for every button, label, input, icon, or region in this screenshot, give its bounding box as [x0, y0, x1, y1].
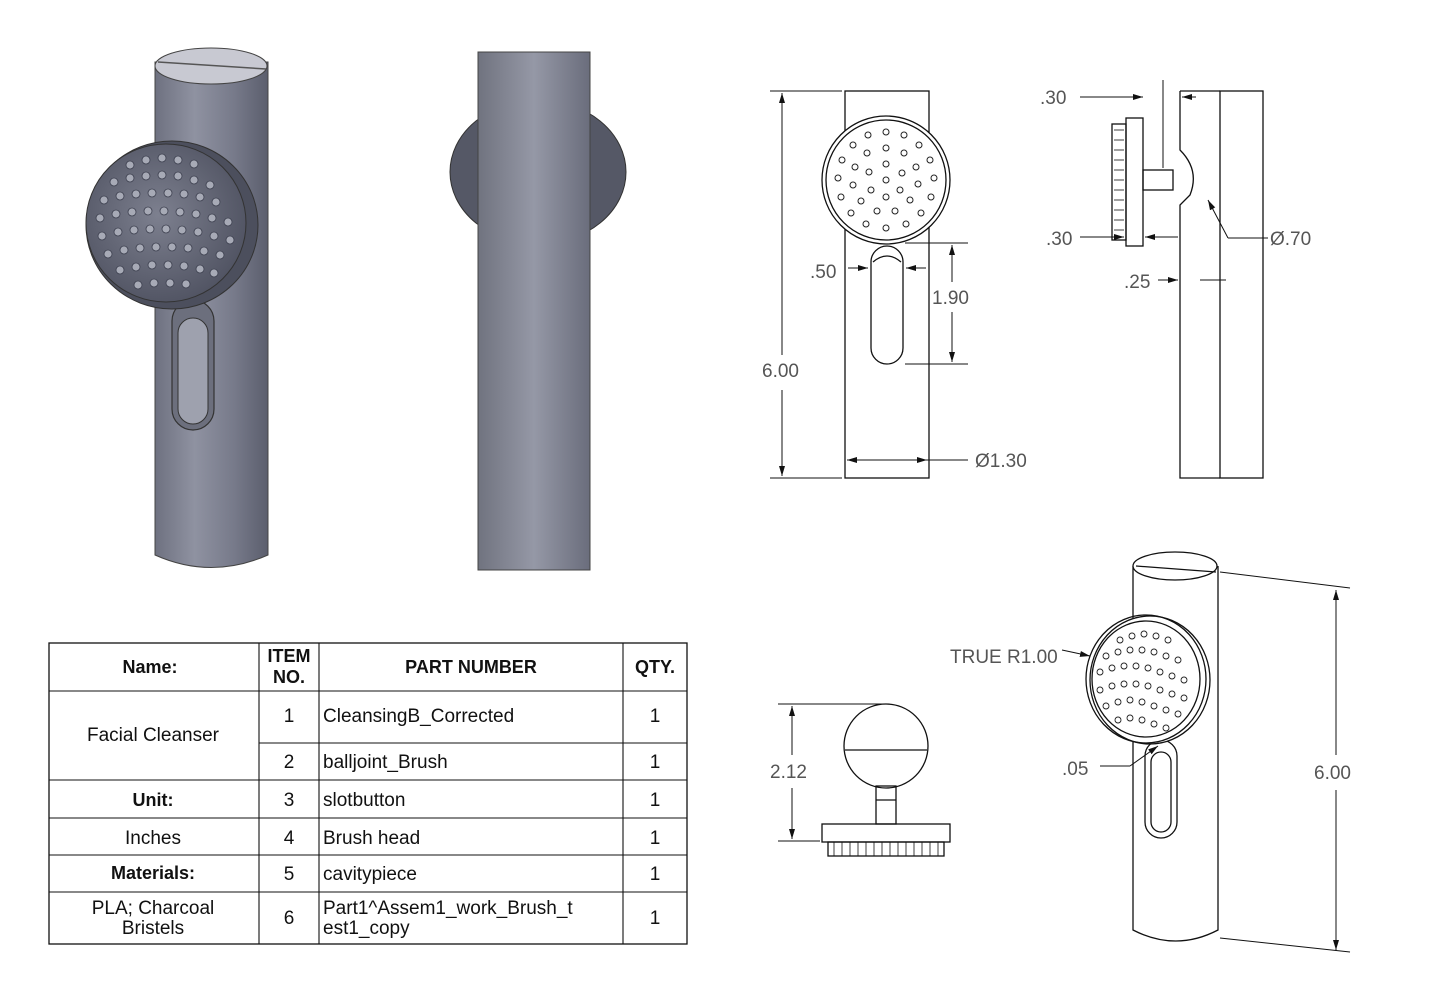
bom-unit-label: Unit: [133, 790, 174, 810]
bom-row-part: slotbutton [323, 790, 405, 811]
side-bottom-dimension: .30 [1046, 229, 1072, 250]
iso-line-view [1085, 551, 1219, 942]
side-dimension-lines [1080, 80, 1268, 283]
side-top-dimension: .30 [1040, 88, 1066, 109]
bom-header-item-line2: NO. [273, 667, 305, 687]
bom-materials-value-line2: Bristels [122, 918, 184, 939]
bom-header-name: Name: [122, 657, 177, 677]
bom-row-item: 3 [284, 790, 295, 811]
bom-row-qty: 1 [650, 864, 661, 885]
bom-row-qty: 1 [650, 828, 661, 849]
front-bristle-pattern [834, 128, 938, 232]
front-diameter-dimension: Ø1.30 [975, 451, 1027, 472]
balljoint-view [821, 703, 951, 857]
bom-header-part-number: PART NUMBER [405, 657, 537, 677]
bom-unit-value: Inches [125, 828, 181, 849]
bom-row-part: Brush head [323, 828, 420, 849]
bom-row-part: balljoint_Brush [323, 752, 448, 773]
bom-row-item: 5 [284, 864, 295, 885]
iso-radius-dimension: TRUE R1.00 [950, 647, 1058, 668]
bom-row-qty: 1 [650, 908, 661, 929]
bom-row-part: cavitypiece [323, 864, 417, 885]
bom-row-item: 1 [284, 706, 295, 727]
bom-materials-label: Materials: [111, 863, 195, 883]
bom-product-name: Facial Cleanser [87, 725, 220, 746]
bom-row-qty: 1 [650, 706, 661, 727]
side-view [1111, 90, 1264, 479]
bom-row-item: 4 [284, 828, 295, 849]
front-slot-length-dimension: 1.90 [932, 288, 969, 309]
front-height-dimension: 6.00 [762, 361, 799, 382]
bom-header-qty: QTY. [635, 657, 675, 677]
iso-clearance-dimension: .05 [1062, 759, 1088, 780]
side-gap-dimension: .25 [1124, 272, 1150, 293]
bom-row-qty: 1 [650, 790, 661, 811]
bom-materials-value-line1: PLA; Charcoal [92, 898, 215, 919]
bom-header-item-line1: ITEM [268, 646, 311, 666]
front-dimension-lines [770, 90, 968, 479]
bom-row-item: 6 [284, 908, 295, 929]
front-slot-width-dimension: .50 [810, 262, 836, 283]
balljoint-height-dimension: 2.12 [770, 762, 807, 783]
bom-row-qty: 1 [650, 752, 661, 773]
bom-row-part-line1: Part1^Assem1_work_Brush_t [323, 898, 573, 919]
iso-bristle-pattern [95, 153, 235, 290]
bom-row-part-line2: est1_copy [323, 918, 410, 939]
iso-render-left [85, 47, 269, 568]
front-view [821, 90, 951, 479]
iso-line-dimension-lines [1061, 571, 1351, 953]
side-ball-diameter-dimension: Ø.70 [1270, 229, 1311, 250]
bom-row-part: CleansingB_Corrected [323, 706, 514, 727]
bom-table: Name: ITEM NO. PART NUMBER QTY. Facial C… [48, 642, 688, 945]
iso-line-bristle-pattern [1096, 630, 1188, 732]
iso-height-dimension: 6.00 [1314, 763, 1351, 784]
balljoint-dimension-lines [778, 703, 882, 842]
bom-row-item: 2 [284, 752, 295, 773]
iso-render-back [449, 51, 627, 571]
